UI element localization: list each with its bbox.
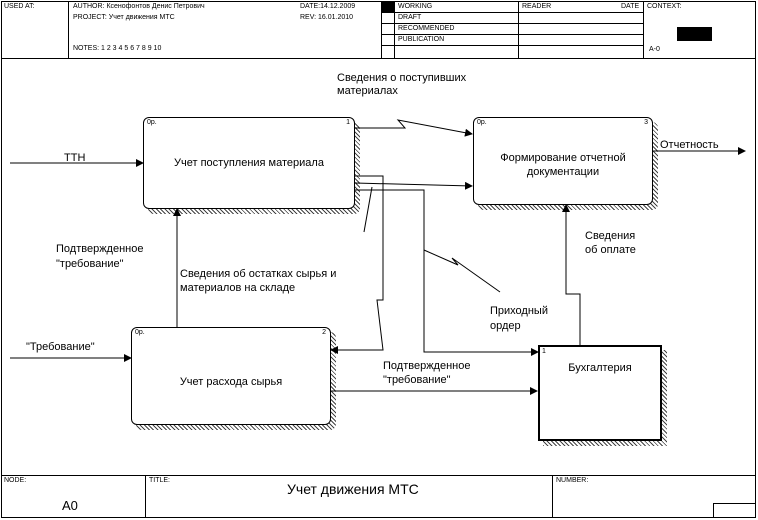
label-ttn: ТТН (64, 152, 86, 164)
label-stock-info-1: Сведения об остатках сырья и (180, 268, 337, 280)
header-divider (394, 1, 395, 58)
project-field: PROJECT: Учет движения МТС (73, 14, 175, 21)
activity-box-2[interactable]: 0р. 2 Учет расхода сырья (131, 327, 331, 425)
activity-box-3[interactable]: 0р. 3 Формирование отчетной документации (473, 117, 653, 205)
activity-box-accounting[interactable]: 1 Бухгалтерия (538, 345, 662, 441)
reader-date-label: DATE (621, 3, 640, 10)
footer-page-box (713, 503, 714, 518)
footer-divider (552, 475, 553, 518)
arrow-stock-lightning (363, 186, 373, 233)
footer-page-box (713, 503, 756, 504)
status-working: WORKING (398, 3, 433, 10)
label-confirmed-req-2a: Подтвержденное (383, 360, 471, 372)
footer-divider (145, 475, 146, 518)
box-cost: 0р. (135, 329, 145, 336)
arrow-receipt-order (355, 189, 539, 356)
number-label: NUMBER: (556, 477, 589, 484)
status-row-line (381, 34, 643, 35)
label-stock-info-2: материалов на складе (180, 282, 296, 294)
date-field: DATE:14.12.2009 (300, 3, 356, 10)
reader-label: READER (522, 3, 552, 10)
context-node: A-0 (649, 46, 660, 53)
status-recommended: RECOMMENDED (398, 25, 455, 32)
label-confirmed-req-1b: "требование" (56, 258, 124, 270)
label-confirmed-req-2b: "требование" (383, 374, 451, 386)
box-title: Учет поступления материала (174, 157, 324, 169)
header-divider (643, 1, 644, 58)
label-payment-2: об оплате (585, 244, 636, 256)
used-at-label: USED AT: (4, 3, 35, 10)
box-title: Учет расхода сырья (179, 376, 283, 388)
arrow-box1-box3 (354, 181, 473, 190)
header-bottom-line (1, 58, 756, 59)
node-label: NODE: (4, 477, 27, 484)
header-divider (68, 1, 69, 58)
label-requirement: "Требование" (26, 341, 95, 353)
node-value: A0 (62, 498, 78, 513)
status-row-line (381, 12, 643, 13)
context-thumbnail (677, 27, 712, 41)
box-cost: 0р. (147, 119, 157, 126)
label-receipt-1: Приходный (490, 305, 548, 317)
box-title: Формирование отчетной документации (500, 152, 626, 178)
status-draft: DRAFT (398, 14, 422, 21)
footer-top-line (1, 475, 756, 476)
status-row-line (381, 45, 643, 46)
box-number: 1 (542, 348, 546, 355)
rev-field: REV: 16.01.2010 (300, 14, 354, 21)
label-received-info-1: Сведения о поступивших (337, 72, 467, 84)
label-reporting: Отчетность (660, 139, 719, 151)
box-number: 2 (322, 329, 326, 336)
label-receipt-2: ордер (490, 320, 521, 332)
box-number: 3 (644, 119, 648, 126)
label-payment-1: Сведения (585, 230, 636, 242)
working-marker (382, 2, 394, 12)
arrow-received-info (355, 119, 473, 137)
arrow-stock-info (330, 175, 384, 354)
header-divider (381, 1, 382, 58)
author-field: AUTHOR: Ксенофонтов Денис Петрович (73, 3, 205, 10)
box-cost: 0р. (477, 119, 487, 126)
notes-field: NOTES: 1 2 3 4 5 6 7 8 9 10 (73, 45, 162, 52)
arrow-payment (562, 204, 581, 345)
label-confirmed-req-1a: Подтвержденное (56, 243, 144, 255)
label-received-info-2: материалах (337, 85, 398, 97)
header-divider (518, 1, 519, 58)
status-row-line (381, 23, 643, 24)
status-publication: PUBLICATION (398, 36, 445, 43)
box-title: Бухгалтерия (568, 362, 632, 374)
arrow-receipt-lightning (423, 249, 501, 293)
diagram-title: Учет движения МТС (287, 481, 419, 497)
box-number: 1 (346, 119, 350, 126)
title-label: TITLE: (149, 477, 171, 484)
context-label: CONTEXT: (647, 3, 682, 10)
